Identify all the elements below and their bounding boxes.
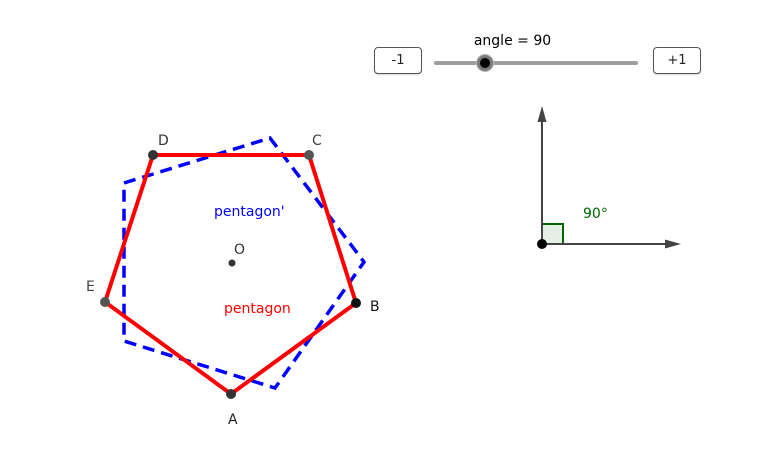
pentagon-polygon[interactable] [102, 153, 359, 397]
point-e[interactable] [100, 297, 110, 307]
pentagon-prime-label: pentagon' [214, 204, 285, 220]
point-a-label: A [228, 412, 238, 428]
slider-name: angle [473, 33, 513, 49]
angle-slider-track[interactable] [434, 61, 638, 65]
slider-caption: angle = 90 [460, 33, 565, 49]
point-b[interactable] [351, 298, 361, 308]
angle-value-label: 90° [583, 206, 608, 222]
decrement-button[interactable]: -1 [374, 47, 422, 74]
angle-slider-handle[interactable] [477, 55, 493, 71]
point-c-label: C [312, 133, 322, 149]
point-b-label: B [370, 299, 380, 315]
point-e-label: E [86, 279, 95, 295]
angle-vertex-point[interactable] [537, 239, 547, 249]
vertical-arrowhead [537, 106, 547, 122]
point-d[interactable] [148, 150, 158, 160]
pentagon-label: pentagon [224, 301, 291, 317]
pentagon-prime-polygon[interactable] [122, 135, 367, 391]
increment-button[interactable]: +1 [653, 47, 701, 74]
point-a[interactable] [226, 389, 236, 399]
slider-value: 90 [533, 33, 552, 49]
point-d-label: D [158, 133, 169, 149]
center-label: O [234, 242, 245, 258]
horizontal-arrowhead [665, 239, 681, 249]
point-c[interactable] [304, 150, 314, 160]
center-point-o[interactable] [228, 259, 236, 267]
slider-separator: = [512, 33, 534, 49]
